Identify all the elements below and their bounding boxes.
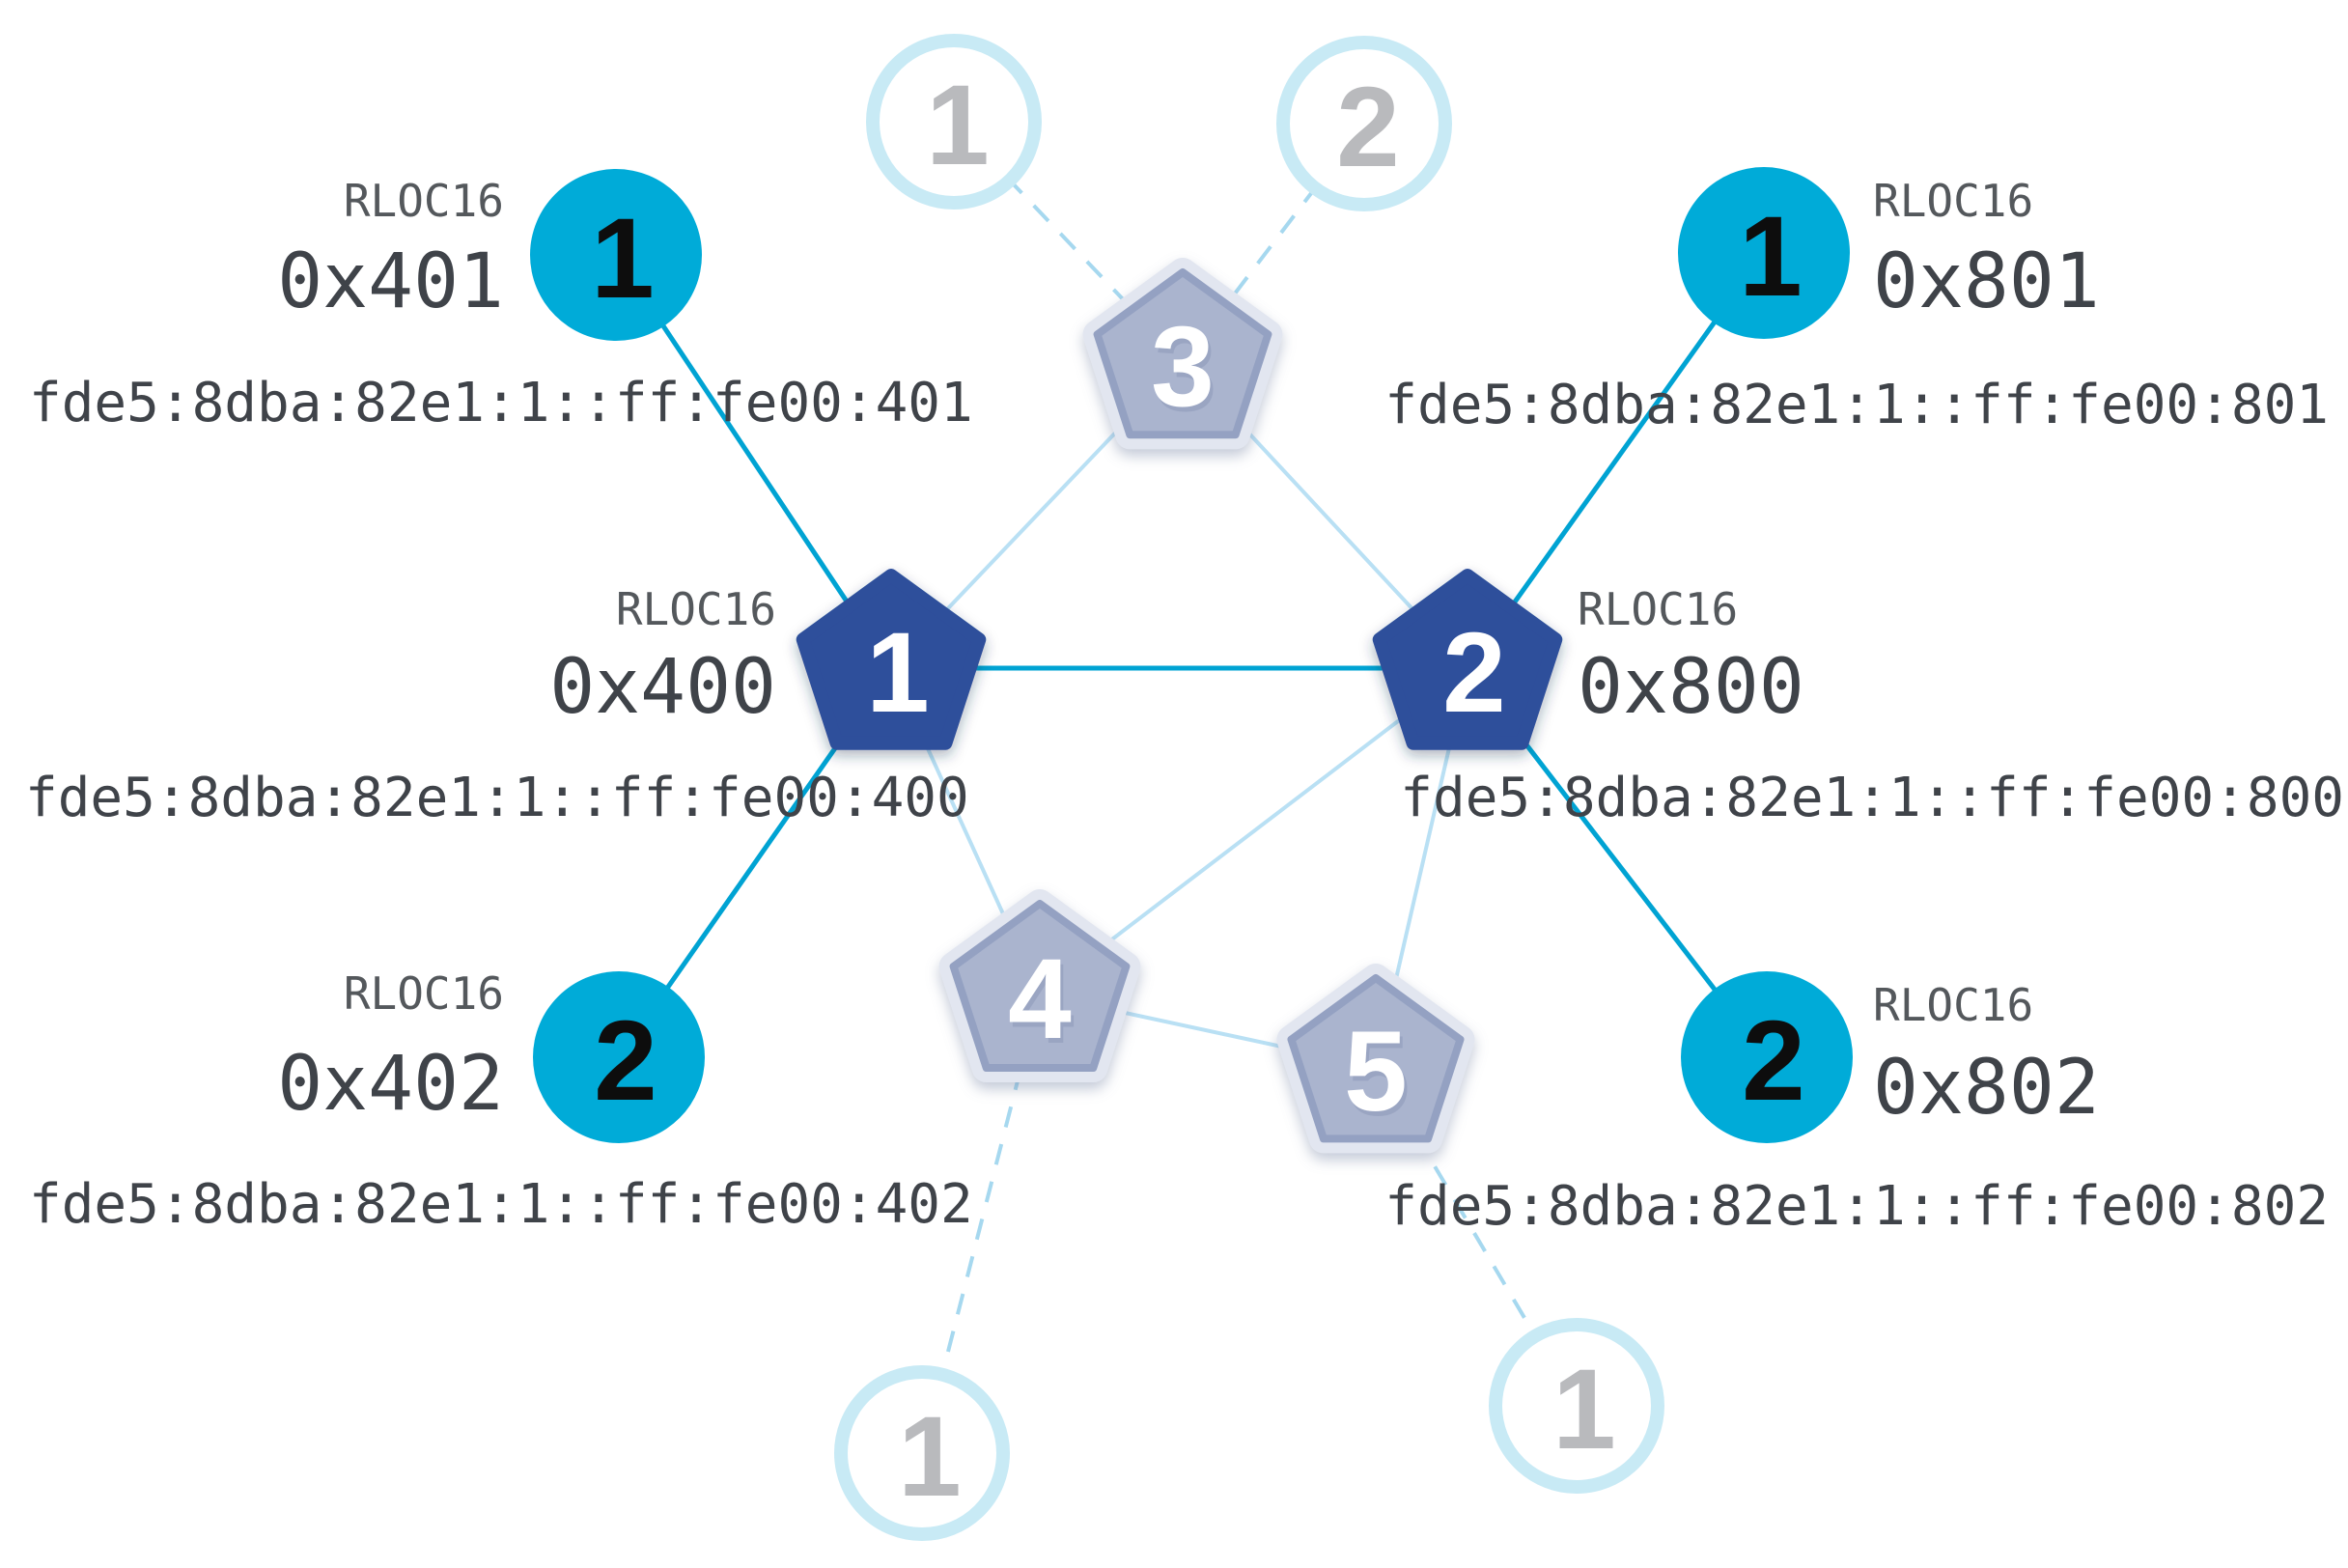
inactive-router-5: 5 5 xyxy=(1276,964,1475,1154)
rloc16-caption-child-801: RLOC16 xyxy=(1873,175,2033,227)
rloc16-value-child-802: 0x802 xyxy=(1873,1045,2100,1132)
inactive-child-top-1: 1 xyxy=(866,34,1042,210)
inactive-child-top-2-number: 2 xyxy=(1336,64,1400,191)
child-2-of-router-2-number: 2 xyxy=(1742,997,1805,1125)
rloc16-value-router-400: 0x400 xyxy=(549,644,776,731)
label-block-child-402: RLOC16 0x402 fde5:8dba:82e1:1::ff:fe00:4… xyxy=(29,967,973,1236)
inactive-router-4-shape xyxy=(949,900,1131,1072)
inactive-router-3: 3 3 xyxy=(1082,258,1283,450)
inactive-router-4-number: 4 xyxy=(1008,936,1072,1063)
child-1-of-router-2-shape xyxy=(1678,167,1850,339)
inactive-child-top-1-number: 1 xyxy=(926,62,990,189)
label-block-router-400: RLOC16 0x400 fde5:8dba:82e1:1::ff:fe00:4… xyxy=(25,583,969,829)
inactive-child-top-2-shape xyxy=(1276,36,1452,211)
child-2-of-router-1-shape xyxy=(533,971,705,1143)
label-block-router-800: RLOC16 0x800 fde5:8dba:82e1:1::ff:fe00:8… xyxy=(1400,583,2344,829)
rloc16-caption-child-401: RLOC16 xyxy=(344,175,504,227)
inactive-router-3-shape xyxy=(1093,268,1272,439)
label-block-child-401: RLOC16 0x401 fde5:8dba:82e1:1::ff:fe00:4… xyxy=(29,175,973,434)
child-2-of-router-2: 2 xyxy=(1681,971,1853,1143)
inactive-child-top-2: 2 xyxy=(1276,36,1452,211)
rloc16-caption-child-402: RLOC16 xyxy=(344,967,504,1020)
inactive-router-5-number-shadow: 5 xyxy=(1347,1013,1411,1140)
rloc16-caption-child-802: RLOC16 xyxy=(1873,979,2033,1031)
router-2-number: 2 xyxy=(1442,609,1506,737)
rloc16-value-child-402: 0x402 xyxy=(277,1041,504,1128)
inactive-router-5-number: 5 xyxy=(1344,1008,1408,1135)
child-1-of-router-2-number: 1 xyxy=(1739,193,1803,321)
ipv6-router-400: fde5:8dba:82e1:1::ff:fe00:400 xyxy=(25,767,969,829)
inactive-child-top-1-shape xyxy=(866,34,1042,210)
label-block-child-801: RLOC16 0x801 fde5:8dba:82e1:1::ff:fe00:8… xyxy=(1384,175,2329,436)
child-2-of-router-1-number: 2 xyxy=(594,997,657,1125)
child-2-of-router-1: 2 xyxy=(533,971,705,1143)
router-1: 1 xyxy=(796,569,987,750)
inactive-router-3-number: 3 xyxy=(1151,303,1215,431)
child-1-of-router-1-shape xyxy=(530,169,702,341)
inactive-child-bottom-left: 1 xyxy=(834,1365,1010,1541)
label-block-child-802: RLOC16 0x802 fde5:8dba:82e1:1::ff:fe00:8… xyxy=(1384,979,2329,1238)
child-1-of-router-1: 1 xyxy=(530,169,702,341)
rloc16-caption-router-400: RLOC16 xyxy=(616,583,776,635)
ipv6-router-800: fde5:8dba:82e1:1::ff:fe00:800 xyxy=(1400,767,2344,829)
ipv6-child-802: fde5:8dba:82e1:1::ff:fe00:802 xyxy=(1384,1175,2329,1238)
inactive-child-bottom-right-number: 1 xyxy=(1552,1346,1616,1473)
inactive-router-4-number-shadow: 4 xyxy=(1011,940,1075,1068)
router-2-shape xyxy=(1372,569,1563,750)
rloc16-caption-router-800: RLOC16 xyxy=(1578,583,1738,635)
rloc16-value-router-800: 0x800 xyxy=(1578,644,1804,731)
router-1-shape xyxy=(796,569,987,750)
ipv6-child-801: fde5:8dba:82e1:1::ff:fe00:801 xyxy=(1384,374,2329,436)
inactive-router-4: 4 4 xyxy=(938,889,1141,1082)
child-2-of-router-2-shape xyxy=(1681,971,1853,1143)
inactive-router-3-number-shadow: 3 xyxy=(1154,308,1217,435)
inactive-router-5-shape xyxy=(1287,974,1465,1143)
ipv6-child-401: fde5:8dba:82e1:1::ff:fe00:401 xyxy=(29,372,973,434)
router-2: 2 xyxy=(1372,569,1563,750)
inactive-child-bottom-right: 1 xyxy=(1489,1318,1664,1494)
child-1-of-router-1-number: 1 xyxy=(591,195,655,322)
inactive-child-bottom-left-shape xyxy=(834,1365,1010,1541)
inactive-child-bottom-right-shape xyxy=(1489,1318,1664,1494)
rloc16-value-child-801: 0x801 xyxy=(1873,238,2100,325)
inactive-child-bottom-left-number: 1 xyxy=(898,1393,962,1521)
rloc16-value-child-401: 0x401 xyxy=(277,238,504,325)
router-1-number: 1 xyxy=(866,609,930,737)
ipv6-child-402: fde5:8dba:82e1:1::ff:fe00:402 xyxy=(29,1173,973,1236)
child-1-of-router-2: 1 xyxy=(1678,167,1850,339)
